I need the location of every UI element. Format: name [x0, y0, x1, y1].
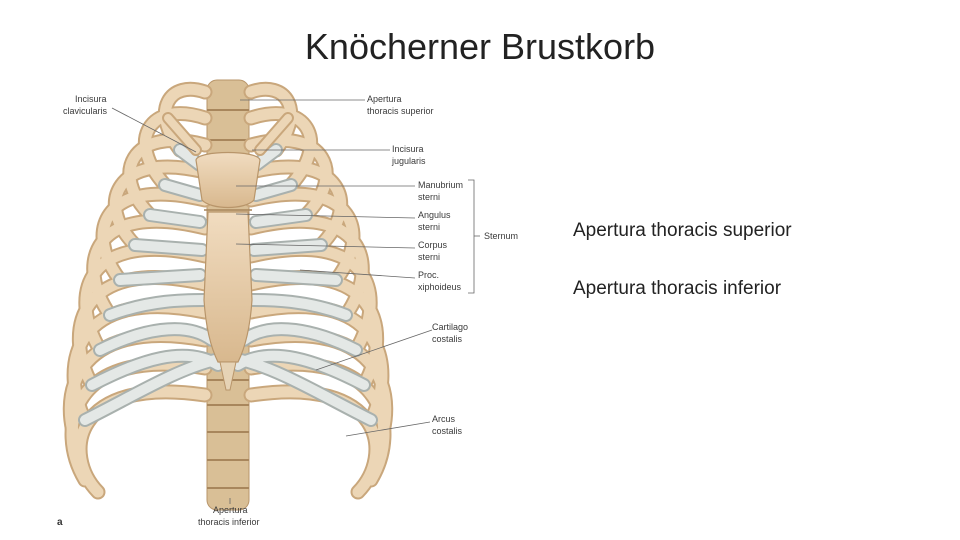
label-arcus-1: Arcus [432, 414, 456, 424]
label-apertura-superior-1: Apertura [367, 94, 402, 104]
leader-lines [111, 99, 480, 504]
label-cartilago-2: costalis [432, 334, 463, 344]
label-manubrium-1: Manubrium [418, 180, 463, 190]
figure-labels: Incisura clavicularis Apertura thoracis … [57, 94, 518, 528]
label-angulus-2: sterni [418, 222, 440, 232]
label-arcus-2: costalis [432, 426, 463, 436]
bullet-apertura-superior: Apertura thoracis superior [573, 220, 792, 241]
label-xiphoideus-2: xiphoideus [418, 282, 462, 292]
bullet-apertura-inferior: Apertura thoracis inferior [573, 278, 782, 299]
label-incisura-jugularis-2: jugularis [391, 156, 426, 166]
corpus-sterni [203, 211, 253, 363]
label-corpus-1: Corpus [418, 240, 448, 250]
manubrium-sterni [195, 151, 261, 209]
label-xiphoideus-1: Proc. [418, 270, 439, 280]
label-corpus-2: sterni [418, 252, 440, 262]
costal-cartilages [78, 143, 378, 427]
label-incisura-clavicularis-2: clavicularis [63, 106, 108, 116]
label-sternum: Sternum [484, 231, 518, 241]
label-angulus-1: Angulus [418, 210, 451, 220]
label-apertura-inferior-1: Apertura [213, 505, 248, 515]
label-incisura-clavicularis-1: Incisura [75, 94, 107, 104]
xiphoid-process [219, 361, 237, 391]
panel-letter: a [57, 517, 63, 528]
label-apertura-inferior-2: thoracis inferior [198, 517, 260, 527]
label-apertura-superior-2: thoracis superior [367, 106, 434, 116]
sternum [195, 151, 261, 391]
slide-title: Knöcherner Brustkorb [304, 26, 656, 67]
label-incisura-jugularis-1: Incisura [392, 144, 424, 154]
clavicle-stubs [162, 112, 294, 156]
label-cartilago-1: Cartilago [432, 322, 468, 332]
label-manubrium-2: sterni [418, 192, 440, 202]
